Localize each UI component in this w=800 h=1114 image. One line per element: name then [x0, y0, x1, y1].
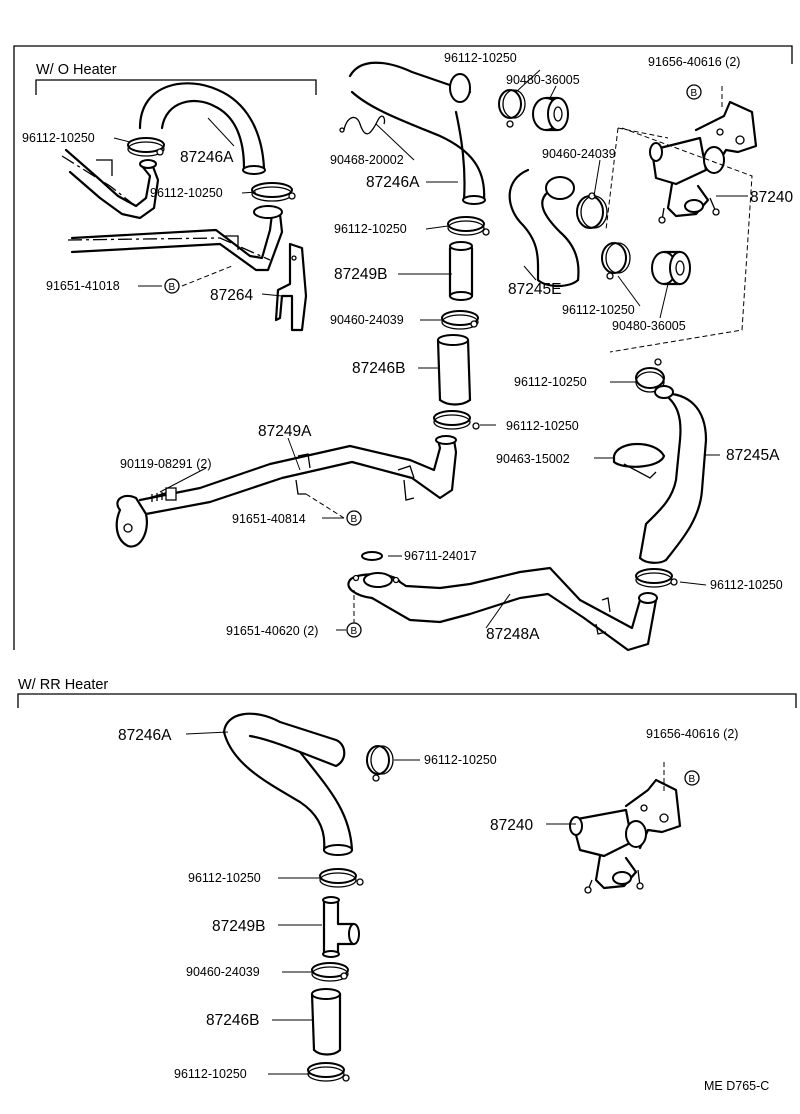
label-valve-87240: 87240	[750, 189, 793, 206]
left-engine-pipe	[61, 148, 284, 272]
hose-87246A-left	[138, 82, 266, 175]
label-pipe-87249B: 87249B	[334, 266, 387, 283]
label-rr-clamp-96112-a: 96112-10250	[424, 753, 497, 767]
svg-text:B: B	[689, 774, 696, 785]
label-pipe-87249A: 87249A	[258, 423, 312, 440]
grommet-90480-top	[532, 96, 569, 132]
label-bolt-91651-41018: 91651-41018	[46, 279, 120, 293]
marker-b1: B	[686, 84, 702, 100]
pipe-87249A	[115, 435, 458, 548]
label-clamp-96112-b: 96112-10250	[22, 131, 95, 145]
rr-clamp-4	[307, 1062, 350, 1082]
label-rr-clamp-96112-c: 96112-10250	[174, 1067, 247, 1081]
label-clamp-90460-a: 90460-24039	[542, 147, 616, 161]
clamp-right-5	[635, 568, 678, 588]
clamp-right-top	[498, 89, 526, 128]
section-frames	[13, 45, 797, 708]
label-rr-clamp-90460: 90460-24039	[186, 965, 260, 979]
rr-hose-87246B	[310, 988, 342, 1056]
rr-clamp-1	[366, 745, 394, 782]
section-title-wo-heater: W/ O Heater	[36, 62, 117, 78]
bracket-87264	[274, 242, 308, 332]
valve-87240	[605, 86, 758, 231]
label-rr-bolt-91656: 91656-40616 (2)	[646, 727, 738, 741]
marker-b4: B	[346, 622, 362, 638]
section-title-rr-heater: W/ RR Heater	[18, 677, 108, 693]
clamp-right-2	[576, 192, 608, 229]
rr-clamp-3	[311, 962, 349, 982]
label-clamp-96112-c: 96112-10250	[150, 186, 223, 200]
label-wire-90468: 90468-20002	[330, 153, 404, 167]
hose-87245E	[508, 168, 580, 288]
label-rr-hose-87246B: 87246B	[206, 1012, 259, 1029]
leader-lines	[113, 69, 748, 1075]
hose-87245A	[638, 385, 708, 564]
label-hose-87245A: 87245A	[726, 447, 780, 464]
label-clamp-96112-h: 96112-10250	[710, 578, 783, 592]
clamp-mid-2	[441, 310, 479, 330]
label-clamp-96112-g: 96112-10250	[506, 419, 579, 433]
label-rr-hose-87246A: 87246A	[118, 727, 172, 744]
clamp-mid-1	[447, 216, 490, 236]
rr-hose-87246A	[222, 712, 354, 856]
label-grommet-90480-a: 90480-36005	[506, 73, 580, 87]
svg-text:B: B	[169, 282, 176, 293]
gasket-96711	[361, 551, 383, 561]
label-clamp-96112-d: 96112-10250	[334, 222, 407, 236]
label-bracket-87264: 87264	[210, 287, 253, 304]
wire-90468	[339, 115, 386, 135]
label-bolt-91651-40620: 91651-40620 (2)	[226, 624, 318, 638]
hose-87246B	[436, 334, 472, 406]
rr-valve-87240	[569, 762, 682, 894]
diagram-code: ME D765-C	[704, 1079, 769, 1093]
label-hose-87246A-mid: 87246A	[366, 174, 420, 191]
clamp-left-1	[127, 137, 165, 157]
rr-clamp-2	[319, 868, 364, 888]
pipe-87249B	[448, 241, 474, 301]
label-clamp-96112-e: 96112-10250	[562, 303, 635, 317]
svg-text:B: B	[351, 514, 358, 525]
clamp-right-3	[601, 242, 631, 280]
label-rr-pipe-87249B: 87249B	[212, 918, 265, 935]
label-gasket-96711: 96711-24017	[404, 549, 477, 563]
label-clamp-96112-a: 96112-10250	[444, 51, 517, 65]
label-bolt-90119: 90119-08291 (2)	[120, 457, 212, 471]
label-clamp-96112-f: 96112-10250	[514, 375, 587, 389]
label-hose-87246B: 87246B	[352, 360, 405, 377]
label-clamp-90460-b: 90460-24039	[330, 313, 404, 327]
clamp-left-2	[251, 182, 296, 202]
grommet-90480-bottom	[651, 250, 691, 286]
band-90463	[612, 443, 666, 479]
svg-text:B: B	[691, 88, 698, 99]
label-bolt-91651-40814: 91651-40814	[232, 512, 306, 526]
hose-87246A-mid	[348, 61, 486, 205]
label-bolt-91656: 91656-40616 (2)	[648, 55, 740, 69]
label-grommet-90480-b: 90480-36005	[612, 319, 686, 333]
bolt-90119	[148, 487, 177, 502]
label-hose-87245E: 87245E	[508, 281, 561, 298]
rr-pipe-87249B	[322, 896, 360, 958]
marker-b2: B	[164, 278, 180, 294]
label-hose-87246A-left: 87246A	[180, 149, 234, 166]
pipe-87248A	[347, 566, 658, 652]
marker-b-rr: B	[684, 770, 700, 786]
label-rr-valve-87240: 87240	[490, 817, 533, 834]
marker-b3: B	[346, 510, 362, 526]
clamp-mid-3	[433, 410, 480, 430]
label-pipe-87248A: 87248A	[486, 626, 540, 643]
svg-text:B: B	[351, 626, 358, 637]
label-rr-clamp-96112-b: 96112-10250	[188, 871, 261, 885]
label-band-90463: 90463-15002	[496, 452, 570, 466]
